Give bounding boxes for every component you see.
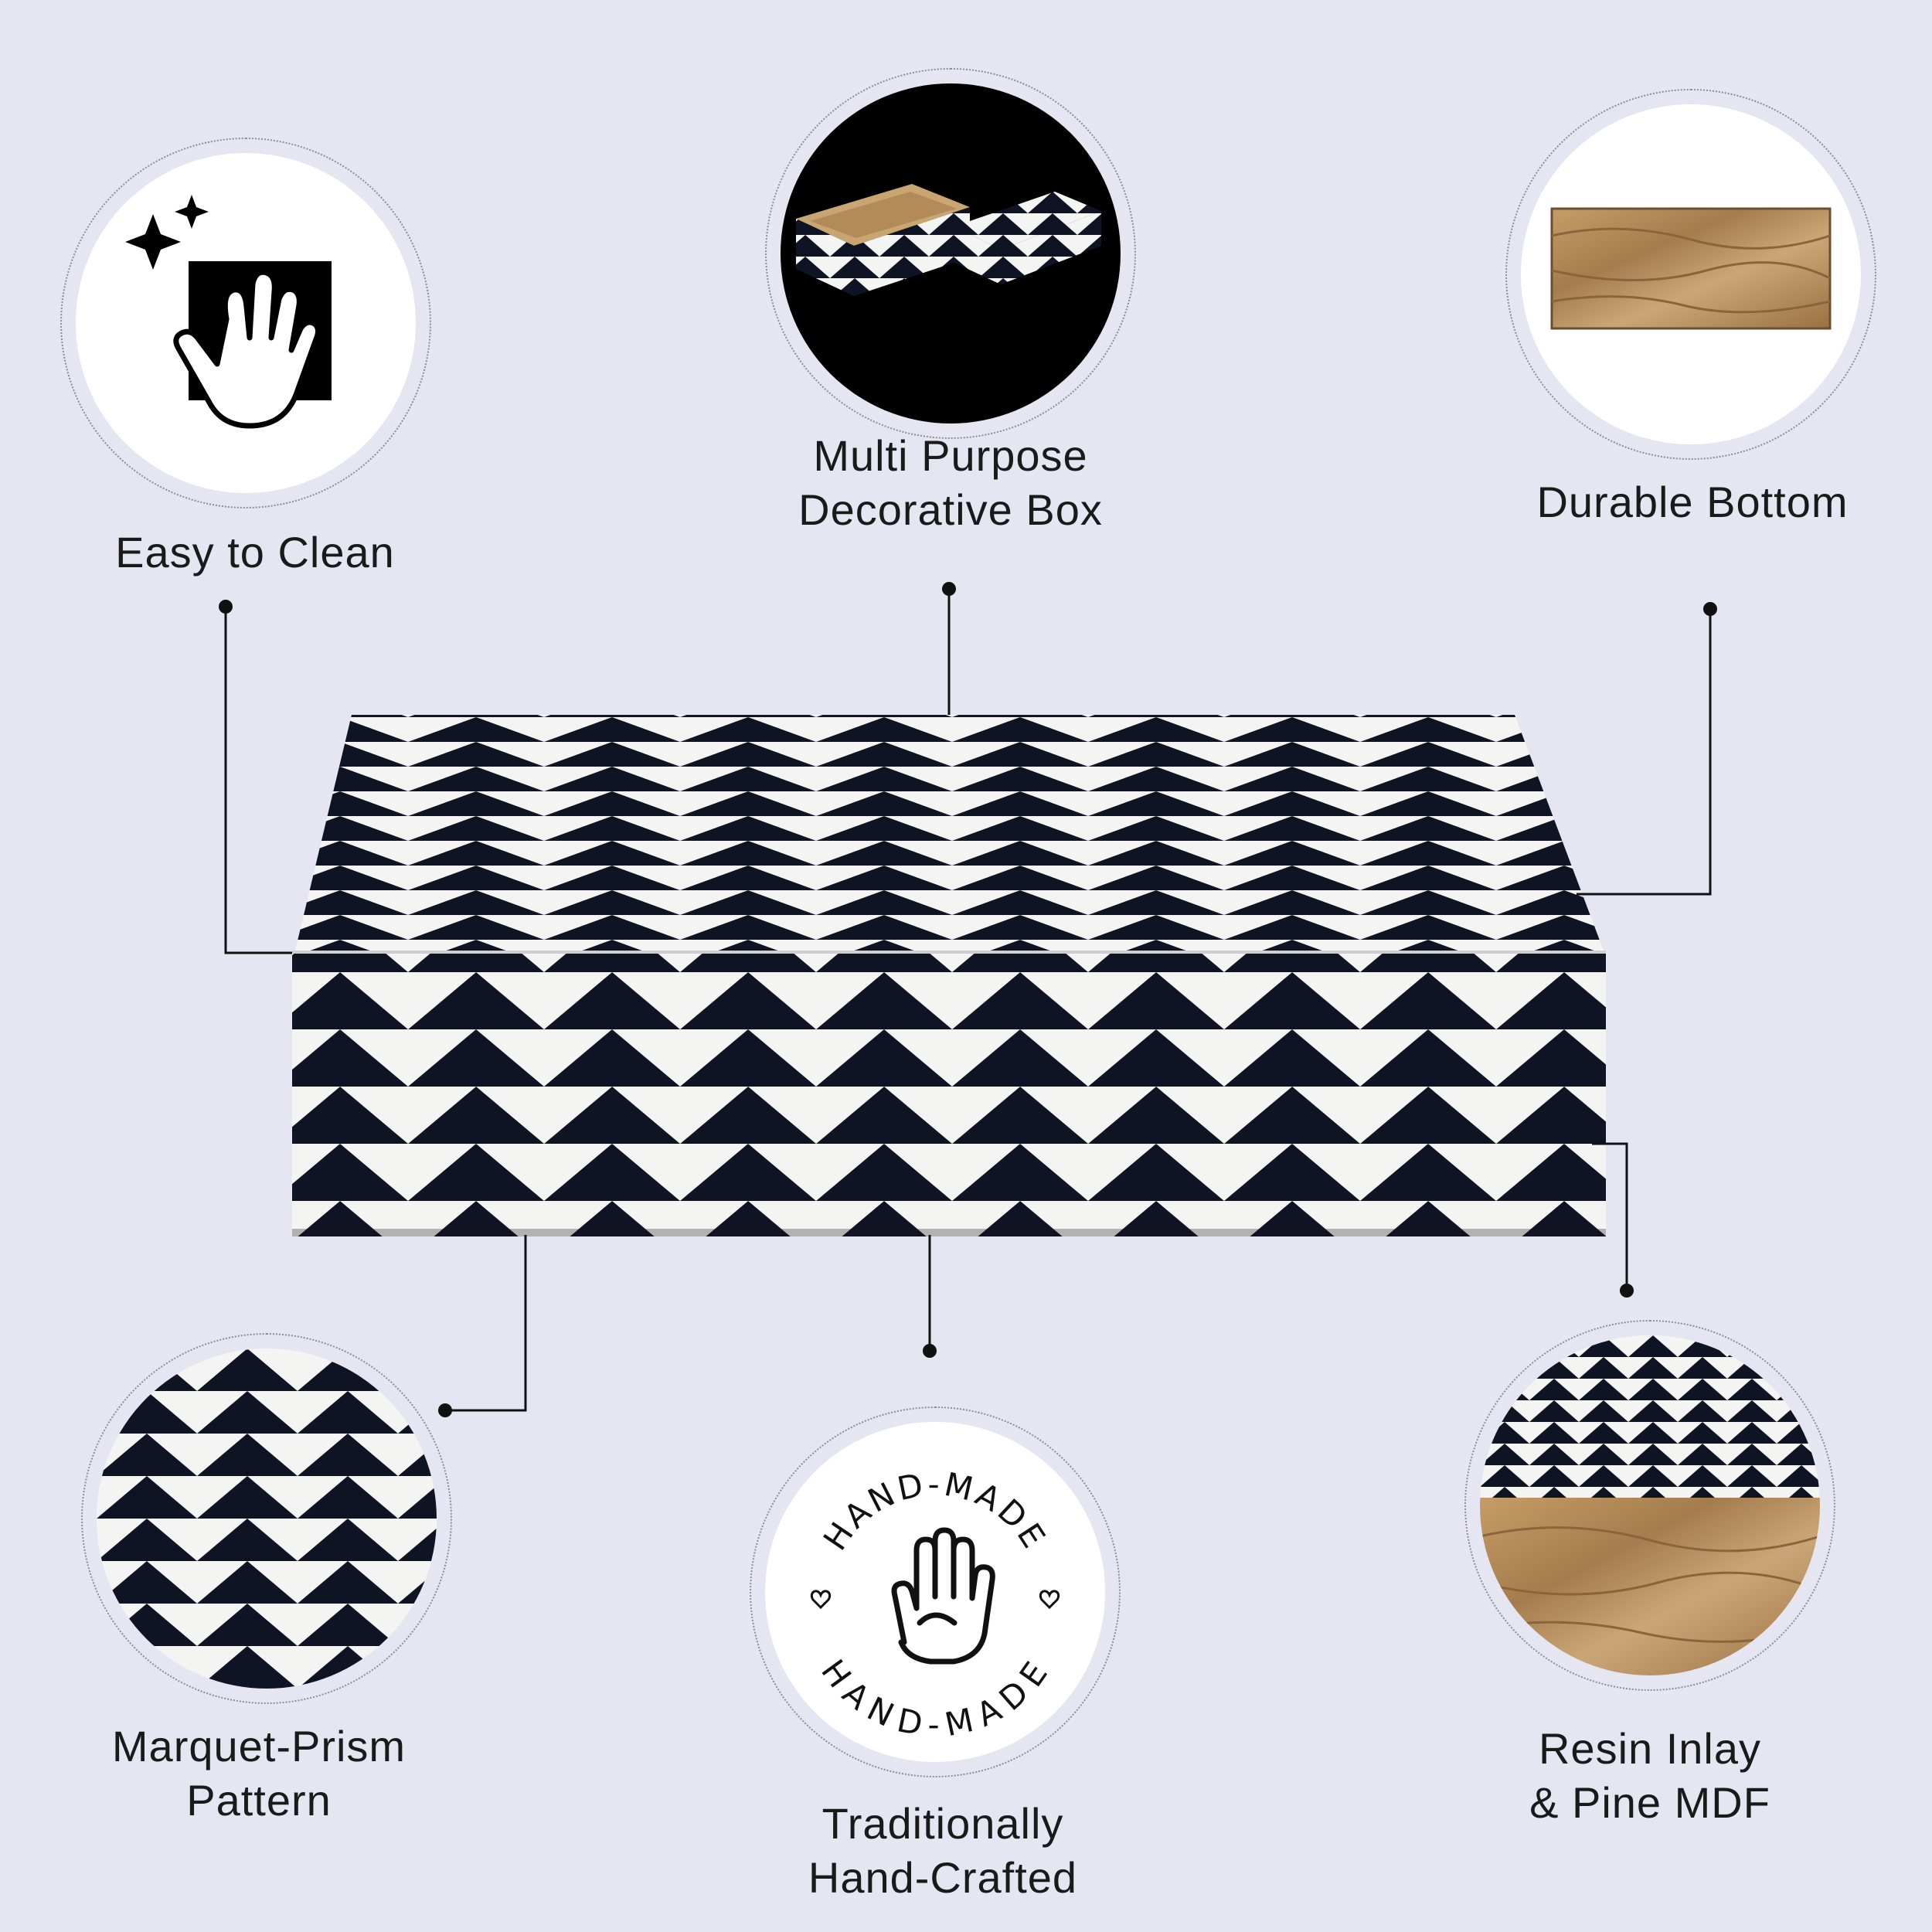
marquet-prism-line1: Marquet-Prism <box>111 1722 406 1770</box>
open-hand-icon <box>891 1527 995 1665</box>
badge-bottom-text: HAND-MADE <box>814 1652 1056 1743</box>
marquet-prism-circle <box>97 1349 437 1689</box>
multi-purpose-ring <box>765 68 1136 439</box>
hand-crafted-ring <box>750 1406 1121 1777</box>
hand-crafted-label: Traditionally Hand-Crafted <box>750 1797 1136 1905</box>
easy-clean-label: Easy to Clean <box>115 528 395 577</box>
multi-purpose-line1: Multi Purpose <box>813 431 1088 480</box>
material-layers-photo <box>1480 1335 1820 1675</box>
connector-dots <box>219 582 1717 1417</box>
box-front-face <box>292 951 1606 1236</box>
wood-bottom-photo <box>1550 207 1832 330</box>
hand-crafted-line2: Hand-Crafted <box>808 1853 1078 1902</box>
marquet-prism-line2: Pattern <box>186 1776 332 1825</box>
marquet-prism-label: Marquet-Prism Pattern <box>66 1719 452 1828</box>
product-box <box>292 715 1606 1236</box>
handmade-badge: HAND-MADE HAND-MADE <box>810 1465 1060 1743</box>
resin-inlay-ring <box>1464 1320 1835 1691</box>
box-lid-top <box>295 715 1604 951</box>
multi-purpose-circle <box>781 83 1121 423</box>
resin-inlay-label: Resin Inlay & Pine MDF <box>1457 1722 1843 1830</box>
hand-crafted-circle: HAND-MADE HAND-MADE <box>765 1422 1105 1762</box>
hand-crafted-line1: Traditionally <box>821 1799 1064 1848</box>
resin-inlay-circle <box>1480 1335 1820 1675</box>
wipe-hand-icon <box>125 195 332 429</box>
marquet-prism-ring <box>81 1333 452 1704</box>
resin-inlay-line2: & Pine MDF <box>1529 1778 1770 1827</box>
easy-clean-ring <box>60 138 431 509</box>
easy-clean-circle <box>76 153 416 493</box>
multi-purpose-label: Multi Purpose Decorative Box <box>719 429 1182 537</box>
multi-purpose-line2: Decorative Box <box>798 485 1103 534</box>
connector-lines <box>224 589 1712 1412</box>
open-box-photo <box>796 184 1101 296</box>
resin-inlay-line1: Resin Inlay <box>1538 1724 1762 1773</box>
durable-bottom-ring <box>1505 89 1876 460</box>
pattern-closeup-photo <box>97 1349 437 1689</box>
durable-bottom-label: Durable Bottom <box>1536 478 1849 526</box>
durable-bottom-circle <box>1521 104 1861 444</box>
